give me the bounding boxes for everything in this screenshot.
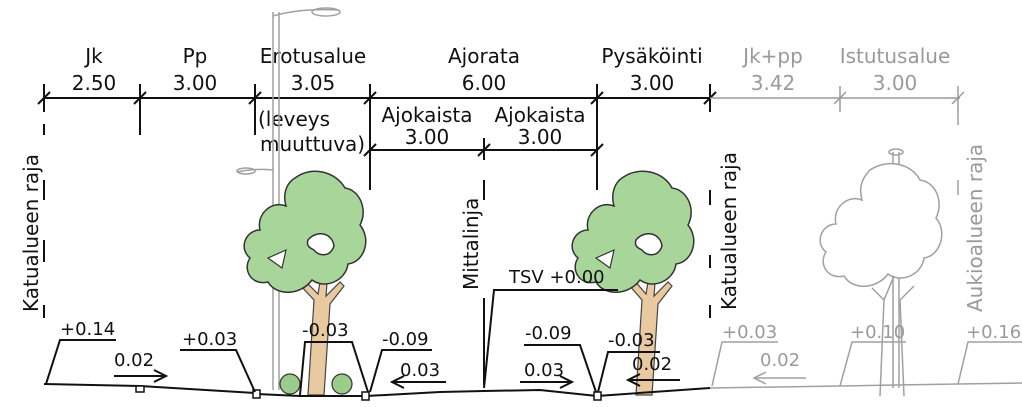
slope-5: 0.02 [760,350,800,371]
left-boundary-label: Katualueen raja [19,154,43,312]
zone-istutusalue-width: 3.00 [873,71,918,95]
main-dimension-line [37,84,965,190]
zone-ajorata-name: Ajorata [448,44,520,68]
tree-left [243,170,367,396]
zone-jkpp-name: Jk+pp [741,44,803,68]
lane-1-name: Ajokaista [381,103,472,127]
lane-2-width: 3.00 [518,125,563,149]
elevation-9: +0.16 [966,322,1021,343]
street-light-left [236,7,341,390]
zone-istutusalue-name: Istutusalue [840,44,951,68]
zone-pysakointi-name: Pysäköinti [601,44,702,68]
width-note-line1: (leveys [258,107,330,131]
tsv-label: TSV +0.00 [508,267,605,288]
tree-outline-right [819,148,943,397]
zone-jkpp-width: 3.42 [751,71,796,95]
zone-ajorata-width: 6.00 [462,71,507,95]
zone-pysakointi-width: 3.00 [630,71,675,95]
zone-pp-name: Pp [183,44,208,68]
zone-jk-name: Jk [83,44,103,68]
elevation-markers: +0.14 +0.03 -0.03 -0.09 TSV +0.00 -0.09 … [45,267,1022,396]
boundary-lines [43,112,959,385]
elevation-4: -0.09 [382,329,429,350]
zone-jk-width: 2.50 [72,71,117,95]
zone-pp-width: 3.00 [173,71,218,95]
right-boundary-label: Katualueen raja [717,152,741,310]
elevation-2: +0.03 [182,329,237,350]
slope-3: 0.03 [524,360,564,381]
far-right-boundary-label: Aukioalueen raja [963,144,987,312]
slope-1: 0.02 [114,350,154,371]
zone-erotusalue-name: Erotusalue [260,44,366,68]
ground-profile [43,382,1022,401]
elevation-7: +0.03 [722,322,777,343]
elevation-5: -0.09 [525,323,572,344]
elevation-1: +0.14 [60,319,115,340]
lane-2-name: Ajokaista [494,103,585,127]
width-note-line2: muuttuva) [260,132,365,156]
zone-headers: Jk 2.50 Pp 3.00 Erotusalue 3.05 Ajorata … [72,44,951,95]
slope-arrows: 0.02 0.03 0.03 0.02 0.02 [114,350,806,389]
tree-right [571,170,695,396]
elevation-6: -0.03 [608,330,655,351]
lane-1-width: 3.00 [405,125,450,149]
centerline-label: Mittalinja [459,198,483,290]
slope-2: 0.03 [400,360,440,381]
lane-dimensions: Ajokaista 3.00 Ajokaista 3.00 [363,103,604,160]
elevation-8: +0.10 [850,322,905,343]
slope-4: 0.02 [632,354,672,375]
elevation-3: -0.03 [302,320,349,341]
zone-erotusalue-width: 3.05 [291,71,336,95]
